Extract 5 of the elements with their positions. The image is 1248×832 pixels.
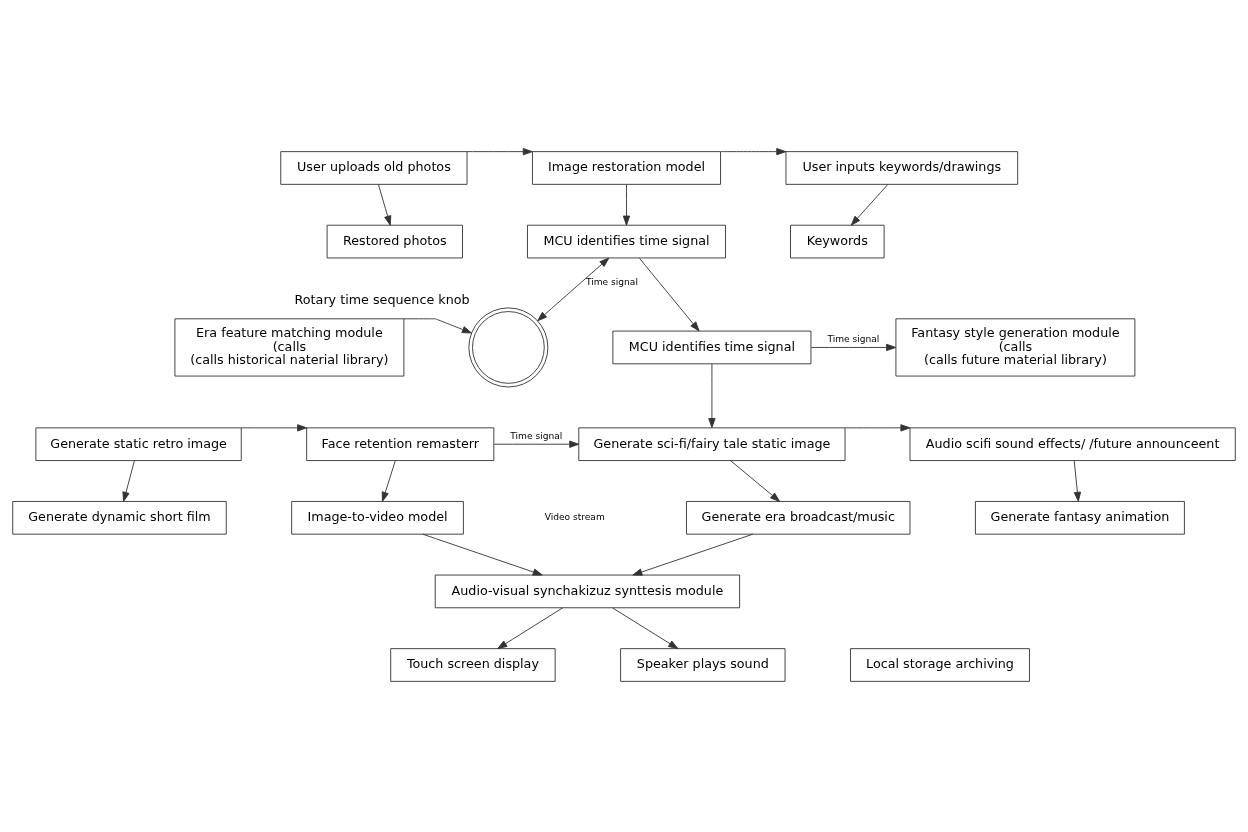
edge-label: Time signal	[510, 430, 563, 441]
edge-label: Time signal	[827, 333, 880, 344]
node-label: Rotary time sequence knob	[294, 291, 470, 307]
edge-label: Time signal	[585, 276, 638, 287]
label: Video stream	[544, 511, 605, 522]
